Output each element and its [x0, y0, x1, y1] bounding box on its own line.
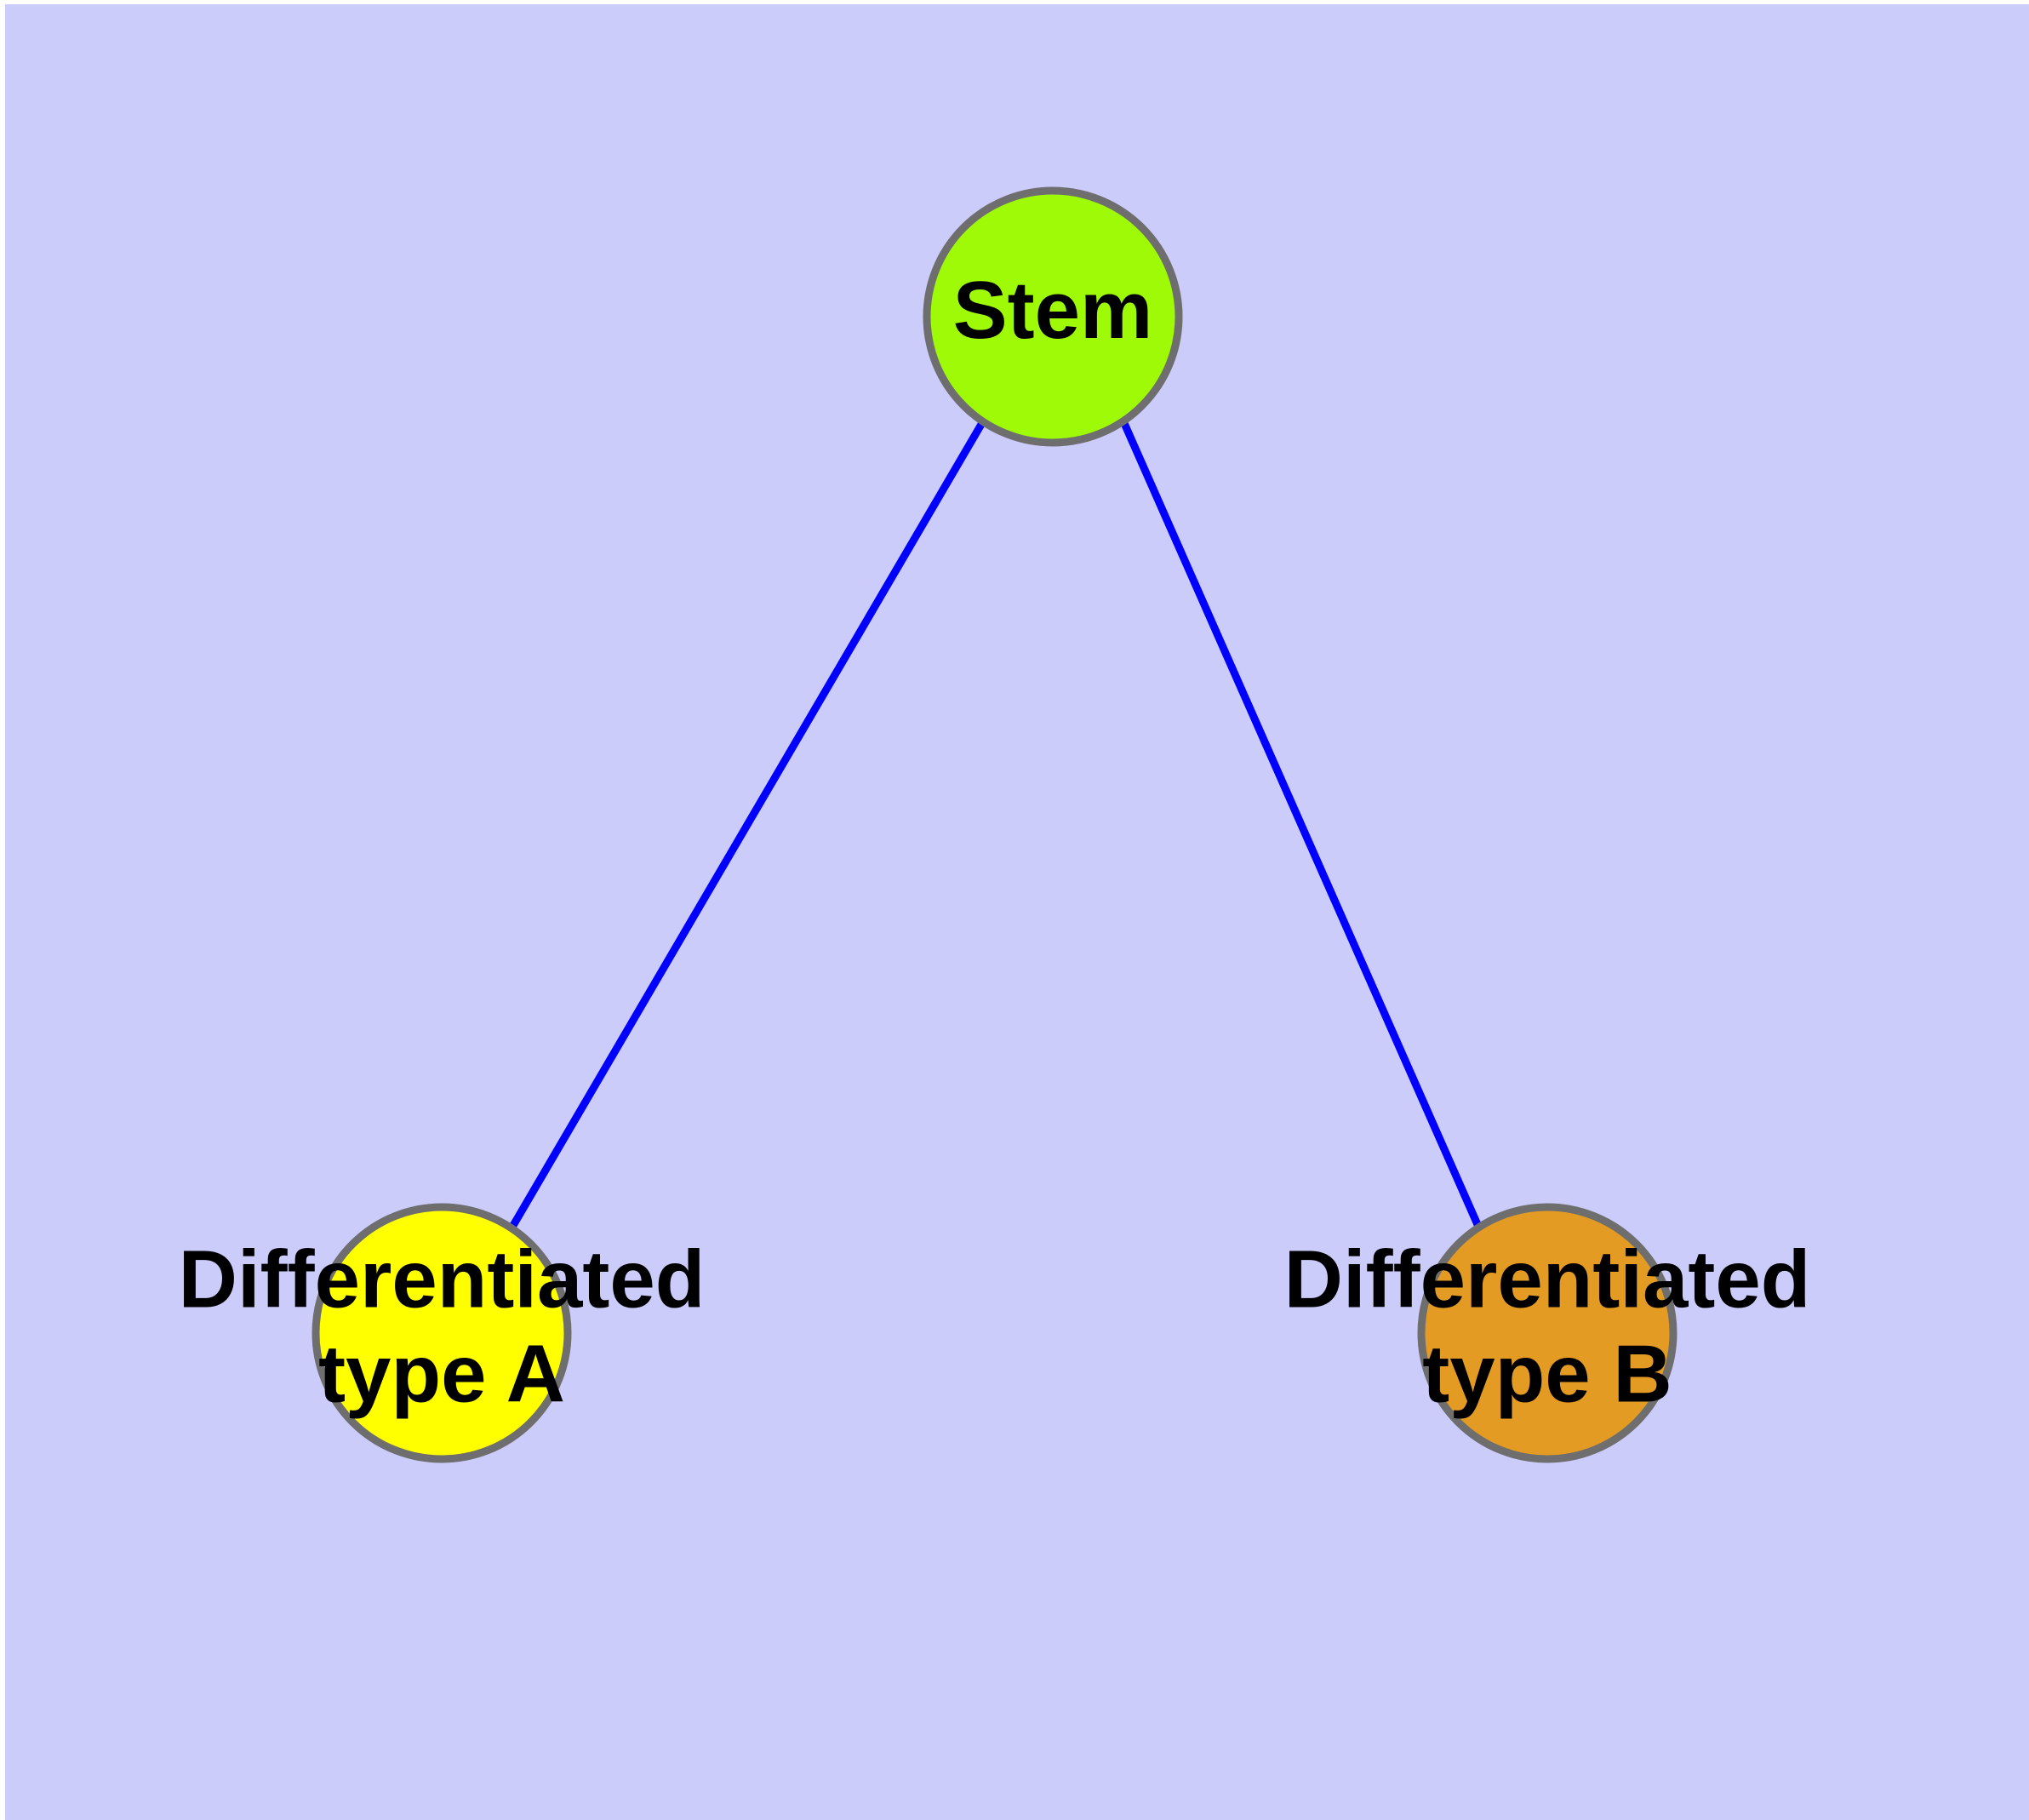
node-stem-label: Stem — [953, 265, 1153, 356]
node-label-line: Differentiated — [1284, 1234, 1811, 1325]
node-differentiated-type-b-circle[interactable] — [1417, 1203, 1677, 1463]
node-circle-layer — [311, 186, 1677, 1463]
node-label-line: type B — [1422, 1329, 1672, 1420]
edge-stem-to-differentiated-type-b[interactable] — [1119, 420, 1483, 1230]
edge-layer — [508, 419, 1483, 1231]
node-label-line: Differentiated — [179, 1234, 706, 1325]
node-label-line: Stem — [953, 265, 1153, 356]
node-differentiated-type-a-circle[interactable] — [311, 1203, 572, 1463]
edge-stem-to-differentiated-type-a[interactable] — [508, 419, 986, 1231]
node-label-line: type A — [318, 1329, 565, 1420]
node-stem-circle[interactable] — [923, 186, 1183, 447]
